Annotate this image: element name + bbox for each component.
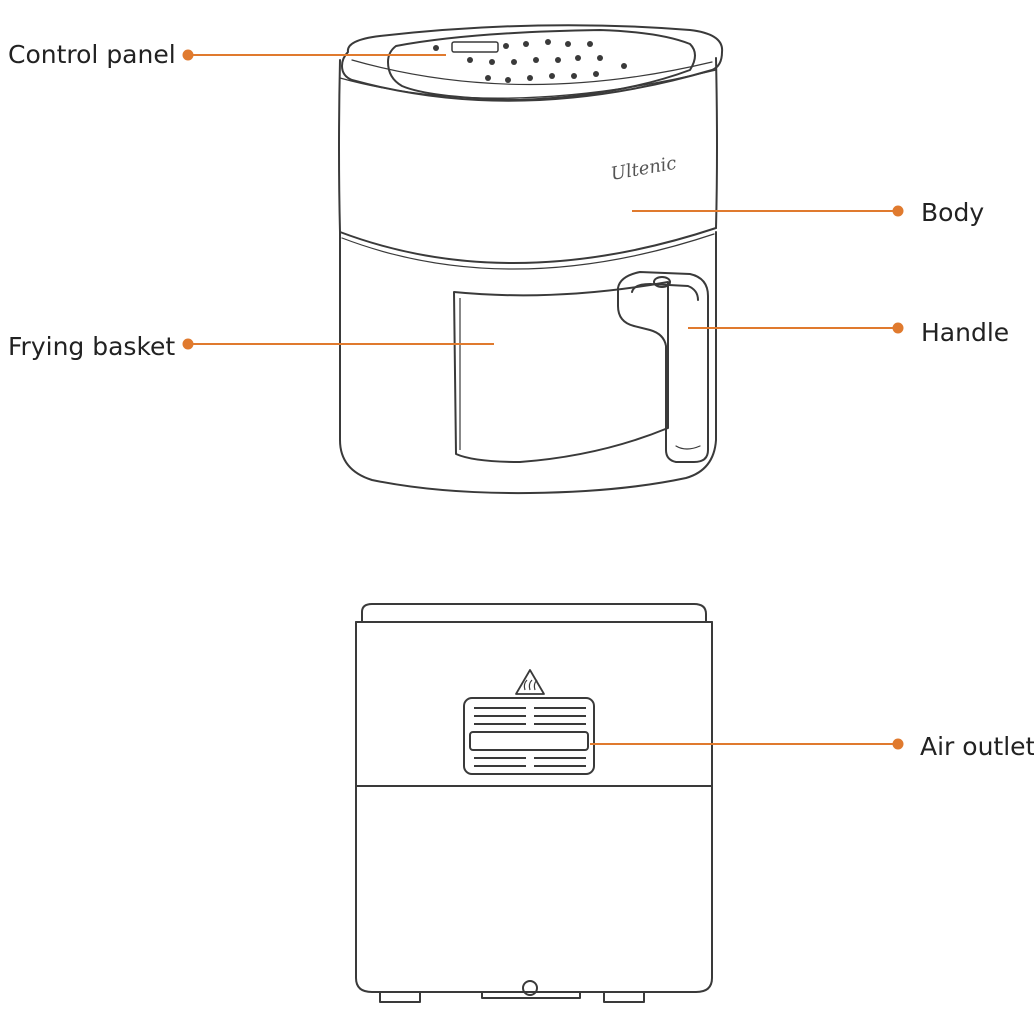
label-body: Body [921,198,985,227]
label-control-panel: Control panel [8,40,176,69]
hot-surface-warning-icon [515,669,545,695]
waist-line [339,227,717,264]
back-body [355,621,713,993]
label-frying-basket: Frying basket [8,332,176,361]
back-top-cap [361,603,707,623]
frying-basket [453,281,669,463]
callout-dot-body [892,205,904,217]
control-panel-buttons [433,39,627,83]
label-air-outlet: Air outlet [920,732,1034,761]
label-handle: Handle [921,318,1010,347]
air-fryer-back-view [355,603,713,1003]
body-shell [338,57,718,233]
callout-dot-air-outlet [892,738,904,750]
control-panel [387,29,696,101]
air-outlet-vent [463,697,595,775]
callout-dot-handle [892,322,904,334]
callout-dot-frying-basket [182,338,194,350]
air-fryer-front-view [338,24,724,495]
lid-rim-inner [351,59,713,86]
foot-left [379,991,421,1003]
lower-housing [339,231,717,495]
foot-right [603,991,645,1003]
lid-rim [341,24,724,102]
callout-lines [182,49,904,750]
cord-port [522,980,538,996]
basket-handle [617,271,709,463]
callout-dot-control-panel [182,49,194,61]
cord-exit [481,991,581,999]
waist-line-inner [341,233,715,270]
brand-logo: Ultenic [609,153,678,185]
